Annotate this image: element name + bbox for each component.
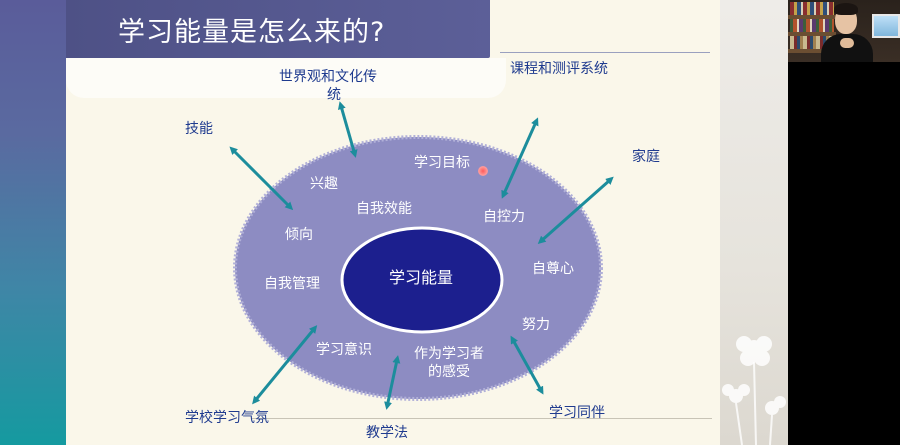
slide-title: 学习能量是怎么来的?	[118, 17, 386, 48]
arrow-peers	[510, 335, 544, 395]
learning-energy-diagram: 学习能量 学习目标 兴趣 自我效能 自控力 倾向 自尊心 自我管理 努力 学习意…	[185, 61, 660, 441]
shelf	[788, 15, 836, 19]
shelf	[788, 49, 836, 53]
inner-self-esteem: 自尊心	[532, 261, 574, 277]
bottom-rule	[252, 418, 712, 419]
arrow-school-climate	[252, 325, 318, 405]
inner-learning-awareness: 学习意识	[316, 342, 372, 358]
laser-pointer-dot	[478, 166, 488, 176]
inner-self-management: 自我管理	[264, 276, 320, 292]
presentation-slide: 学习能量是怎么来的?	[0, 0, 788, 445]
flower-decoration	[722, 336, 786, 445]
shelf	[788, 32, 836, 36]
ext-curriculum-assessment: 课程和测评系统	[510, 61, 608, 77]
arrow-skills	[229, 146, 294, 211]
bookshelf-row	[790, 19, 834, 32]
ext-worldview-culture-line2: 统	[327, 87, 341, 103]
diagram-graphics	[229, 101, 614, 410]
ext-pedagogy: 教学法	[366, 425, 408, 441]
arrow-pedagogy	[384, 355, 401, 410]
inner-learner-feeling-line2: 的感受	[428, 364, 470, 380]
arrow-family	[537, 176, 614, 244]
window-picture	[872, 14, 900, 38]
core-ellipse	[340, 226, 504, 334]
bookshelf-row	[790, 2, 834, 15]
inner-interest: 兴趣	[310, 176, 338, 192]
ext-worldview-culture-line1: 世界观和文化传	[279, 69, 377, 85]
inner-learning-goal: 学习目标	[414, 155, 470, 171]
title-rule	[500, 52, 710, 53]
inner-effort: 努力	[522, 317, 550, 333]
webcam-feed[interactable]	[788, 0, 900, 62]
inner-learner-feeling-line1: 作为学习者	[414, 346, 484, 362]
ext-family: 家庭	[632, 149, 660, 165]
ext-learning-peers: 学习同伴	[549, 405, 605, 421]
inner-disposition: 倾向	[285, 227, 313, 243]
title-underlay-tab	[66, 58, 506, 98]
inner-self-efficacy: 自我效能	[356, 201, 412, 217]
presenter-hand	[840, 38, 854, 48]
title-band	[66, 0, 490, 58]
arrow-culture	[337, 101, 358, 158]
ext-school-climate: 学校学习气氛	[185, 410, 269, 426]
ext-skills: 技能	[185, 121, 213, 137]
side-black-bar	[788, 0, 900, 445]
arrow-curriculum	[501, 117, 539, 199]
presenter-hair	[834, 3, 858, 15]
inner-self-control: 自控力	[483, 209, 525, 225]
core-label: 学习能量	[389, 268, 454, 287]
